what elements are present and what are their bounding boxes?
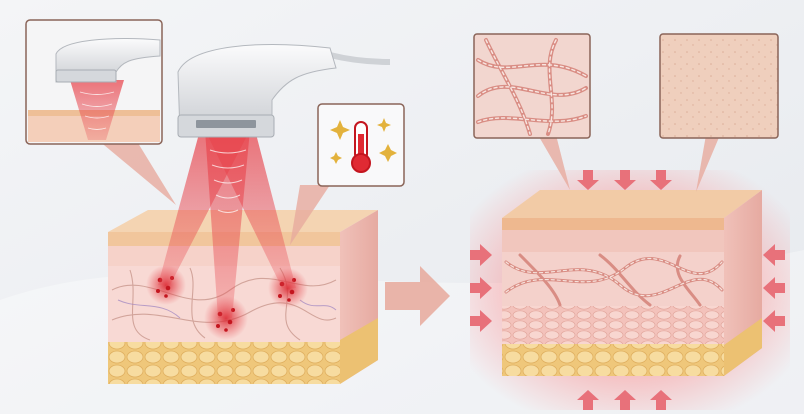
right-block-top bbox=[502, 190, 762, 218]
compression-arrow-icon bbox=[470, 170, 785, 410]
right-side-fat bbox=[724, 318, 762, 376]
left-block-top bbox=[108, 210, 378, 232]
ultrasound-handpiece bbox=[177, 44, 391, 138]
sparkle-icon bbox=[330, 118, 397, 164]
left-nerve-fibers bbox=[117, 299, 337, 319]
inset-collagen-view bbox=[473, 33, 591, 190]
right-cell-layer bbox=[502, 306, 724, 344]
inset-smooth-skin bbox=[659, 33, 779, 192]
ultrasound-beams bbox=[158, 130, 296, 318]
right-upper-dermis bbox=[502, 230, 724, 252]
left-side-fat bbox=[340, 318, 378, 384]
right-collagen-strands bbox=[504, 253, 724, 307]
right-fat-layer bbox=[502, 344, 724, 376]
right-epidermis bbox=[502, 218, 724, 230]
handpiece-window bbox=[196, 120, 256, 128]
thermometer-icon bbox=[351, 121, 371, 173]
inset-handpiece-view bbox=[25, 19, 176, 205]
left-skin-block bbox=[108, 210, 378, 384]
arrow-right-icon bbox=[385, 266, 450, 326]
inset-heat-indicator bbox=[290, 103, 405, 245]
handpiece-body bbox=[177, 44, 337, 136]
right-skin-block bbox=[470, 170, 790, 410]
left-fat-layer bbox=[108, 342, 340, 384]
handpiece-cable bbox=[329, 52, 391, 65]
